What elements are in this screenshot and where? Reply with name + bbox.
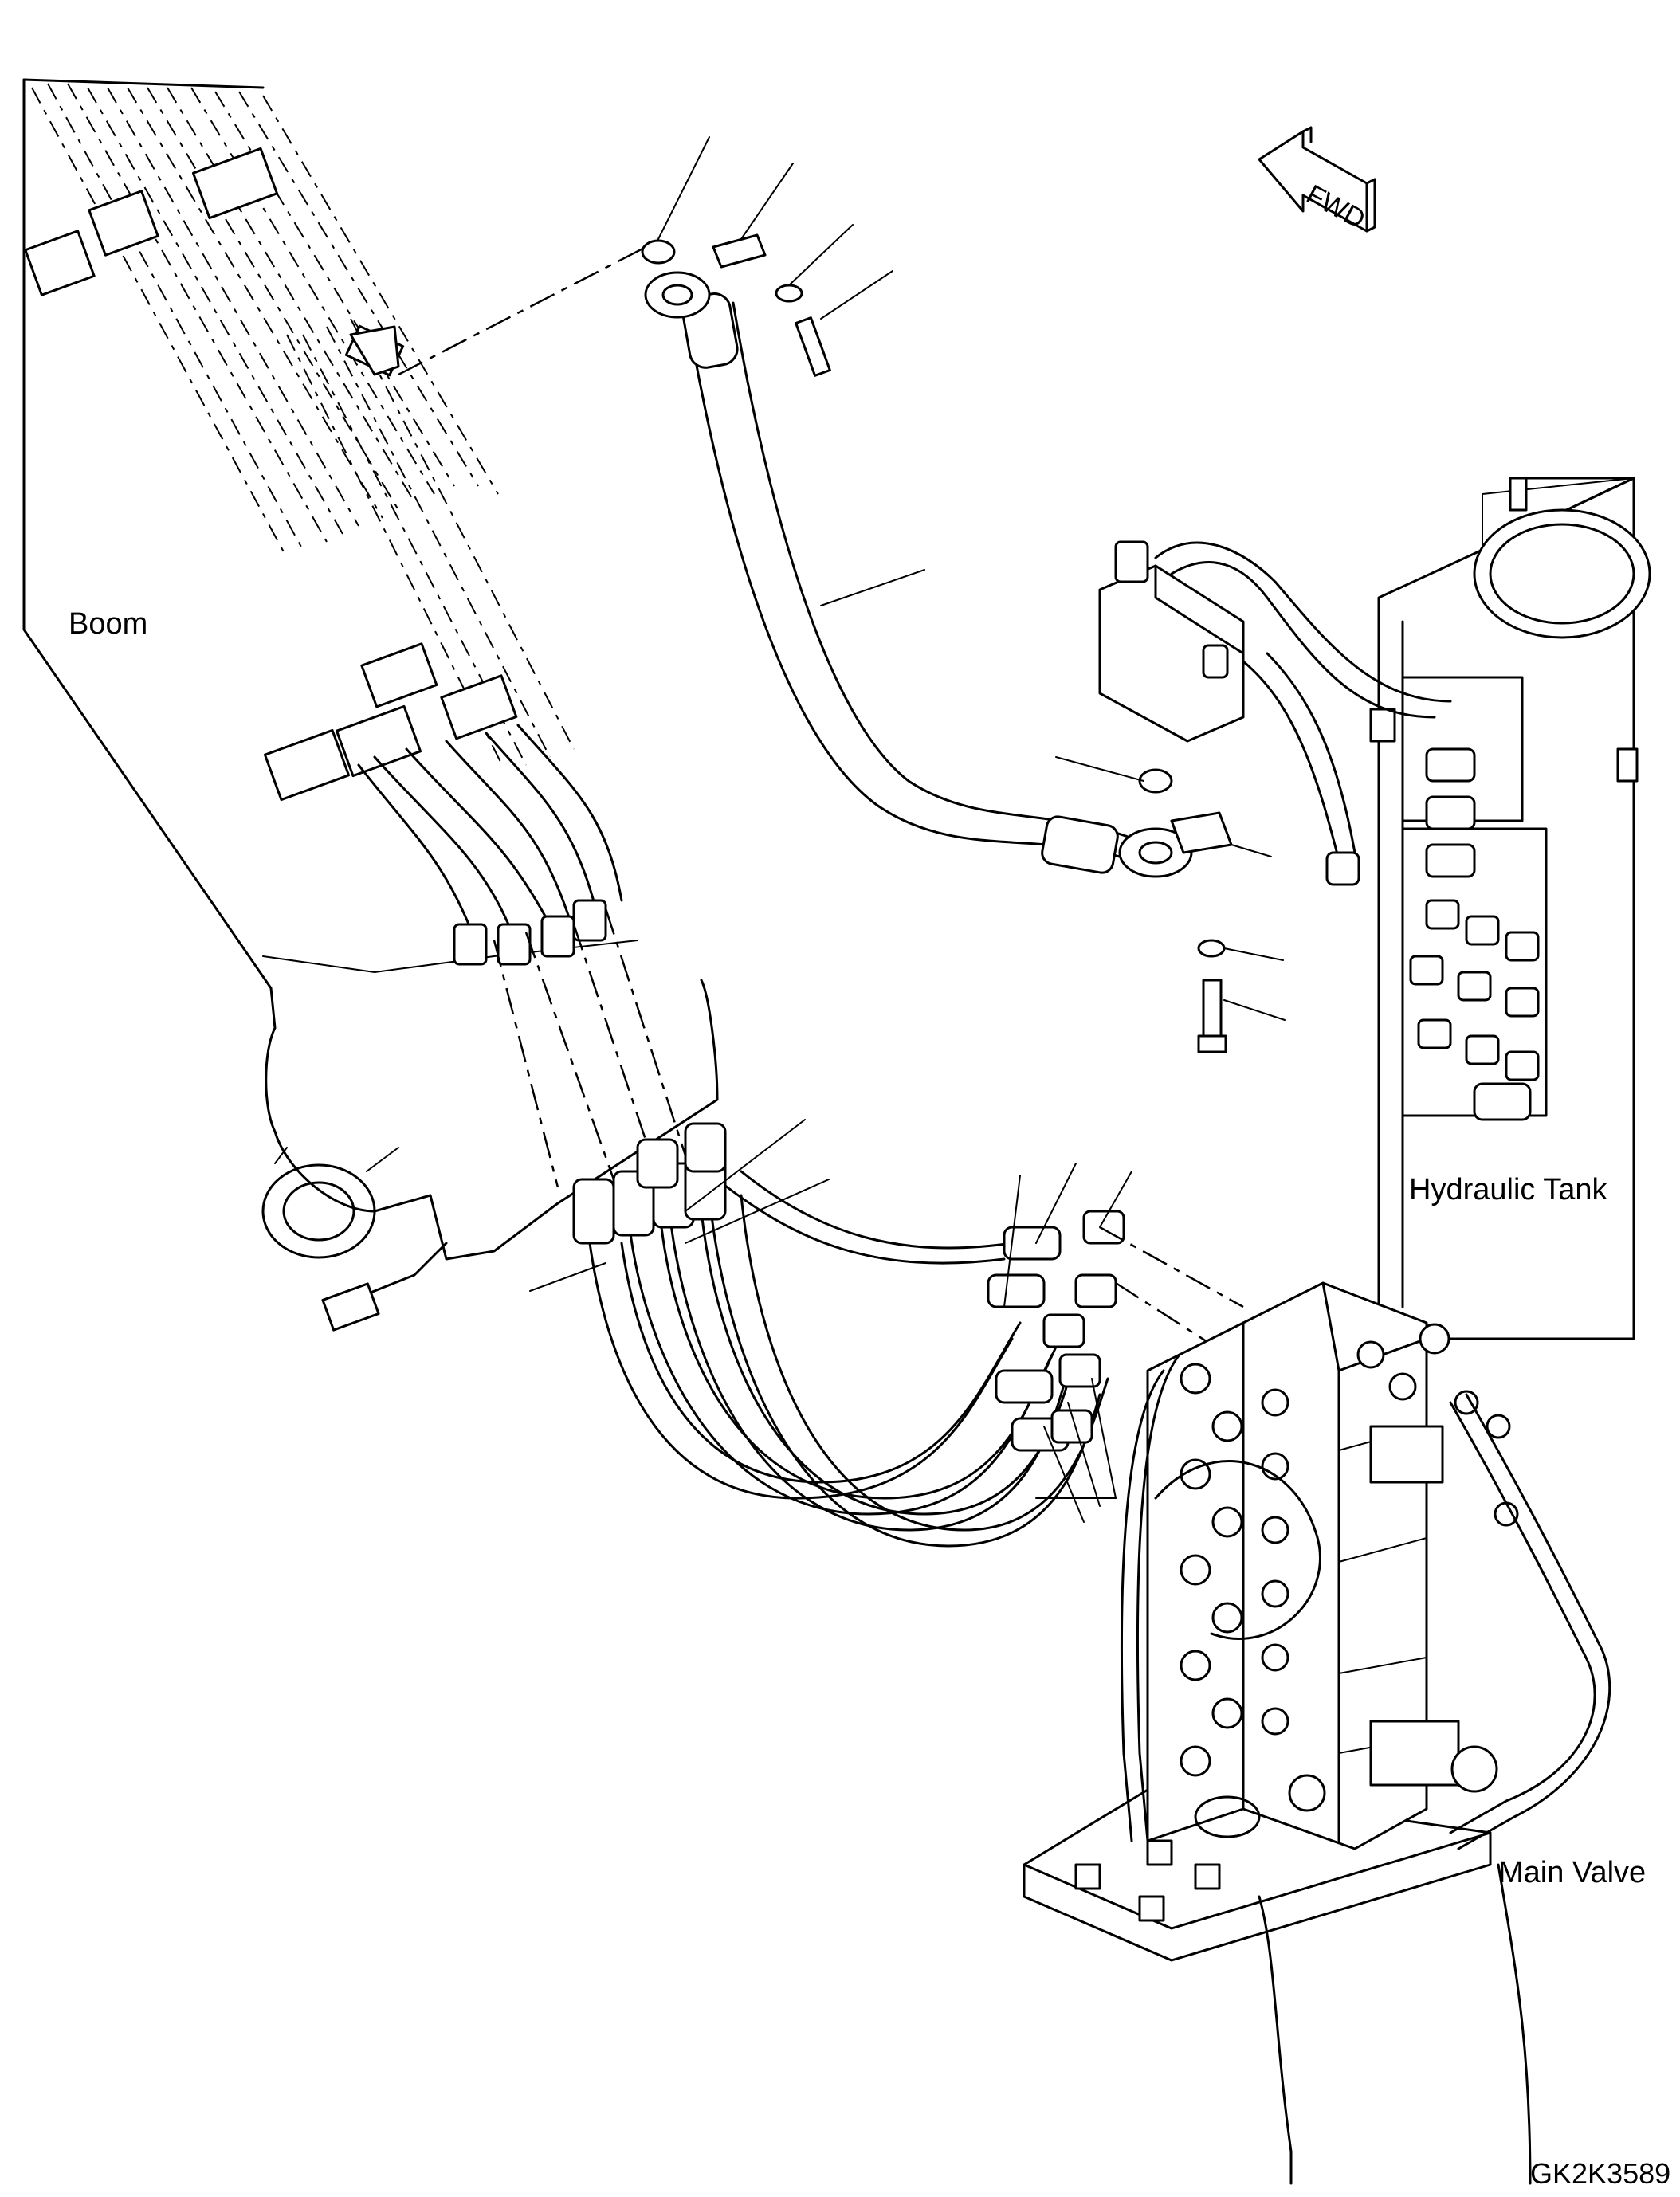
- boom-label: Boom: [69, 607, 147, 641]
- tube-fitting-1: [453, 923, 488, 966]
- tube-fitting-2: [497, 923, 532, 966]
- main-valve: [1023, 1281, 1611, 2185]
- fwd-arrow-icon: FWD: [1258, 126, 1376, 235]
- tube-fitting-3: [540, 915, 575, 958]
- washer-upper: [775, 284, 803, 303]
- boom-foot-pin-bore: [261, 1163, 376, 1259]
- hose-flange-top: [644, 271, 711, 319]
- hydraulic-tank: [1098, 477, 1651, 1340]
- valve-fittings: [1180, 1323, 1519, 1812]
- tank-cover: [1473, 508, 1651, 639]
- boom-hydraulic-tubes: [31, 83, 575, 766]
- upper-return-hose: [644, 271, 1193, 878]
- hose-coupling-1: [572, 1178, 615, 1245]
- valve-side-block-upper: [1369, 1425, 1444, 1484]
- valve-side-block-lower: [1369, 1720, 1460, 1787]
- tube-fitting-4: [572, 899, 607, 942]
- o-ring-upper: [641, 239, 676, 265]
- o-ring-lower: [1138, 768, 1173, 794]
- boom-assembly: [22, 78, 719, 1332]
- hose-flange-bottom: [1118, 827, 1193, 878]
- tank-block-fittings: [1369, 708, 1639, 1121]
- boom-tube-clamps: [24, 147, 518, 802]
- boom-tube-ends: [357, 724, 623, 950]
- hydraulic-tank-label: Hydraulic Tank: [1409, 1173, 1608, 1206]
- boom-to-valve-hoses: [572, 1122, 1125, 1548]
- split-flange-lower: [1170, 811, 1233, 854]
- callout-leader-lines-upper: [657, 136, 1286, 1021]
- split-flange-upper: [712, 233, 767, 269]
- bolt-upper: [795, 316, 831, 377]
- callout-leader-lines-middle: [529, 1119, 1244, 1523]
- drawing-number: GK2K3589: [1530, 2157, 1670, 2190]
- bolt-lower: [1202, 979, 1223, 1046]
- washer-lower: [1197, 939, 1226, 958]
- main-valve-label: Main Valve: [1498, 1856, 1646, 1889]
